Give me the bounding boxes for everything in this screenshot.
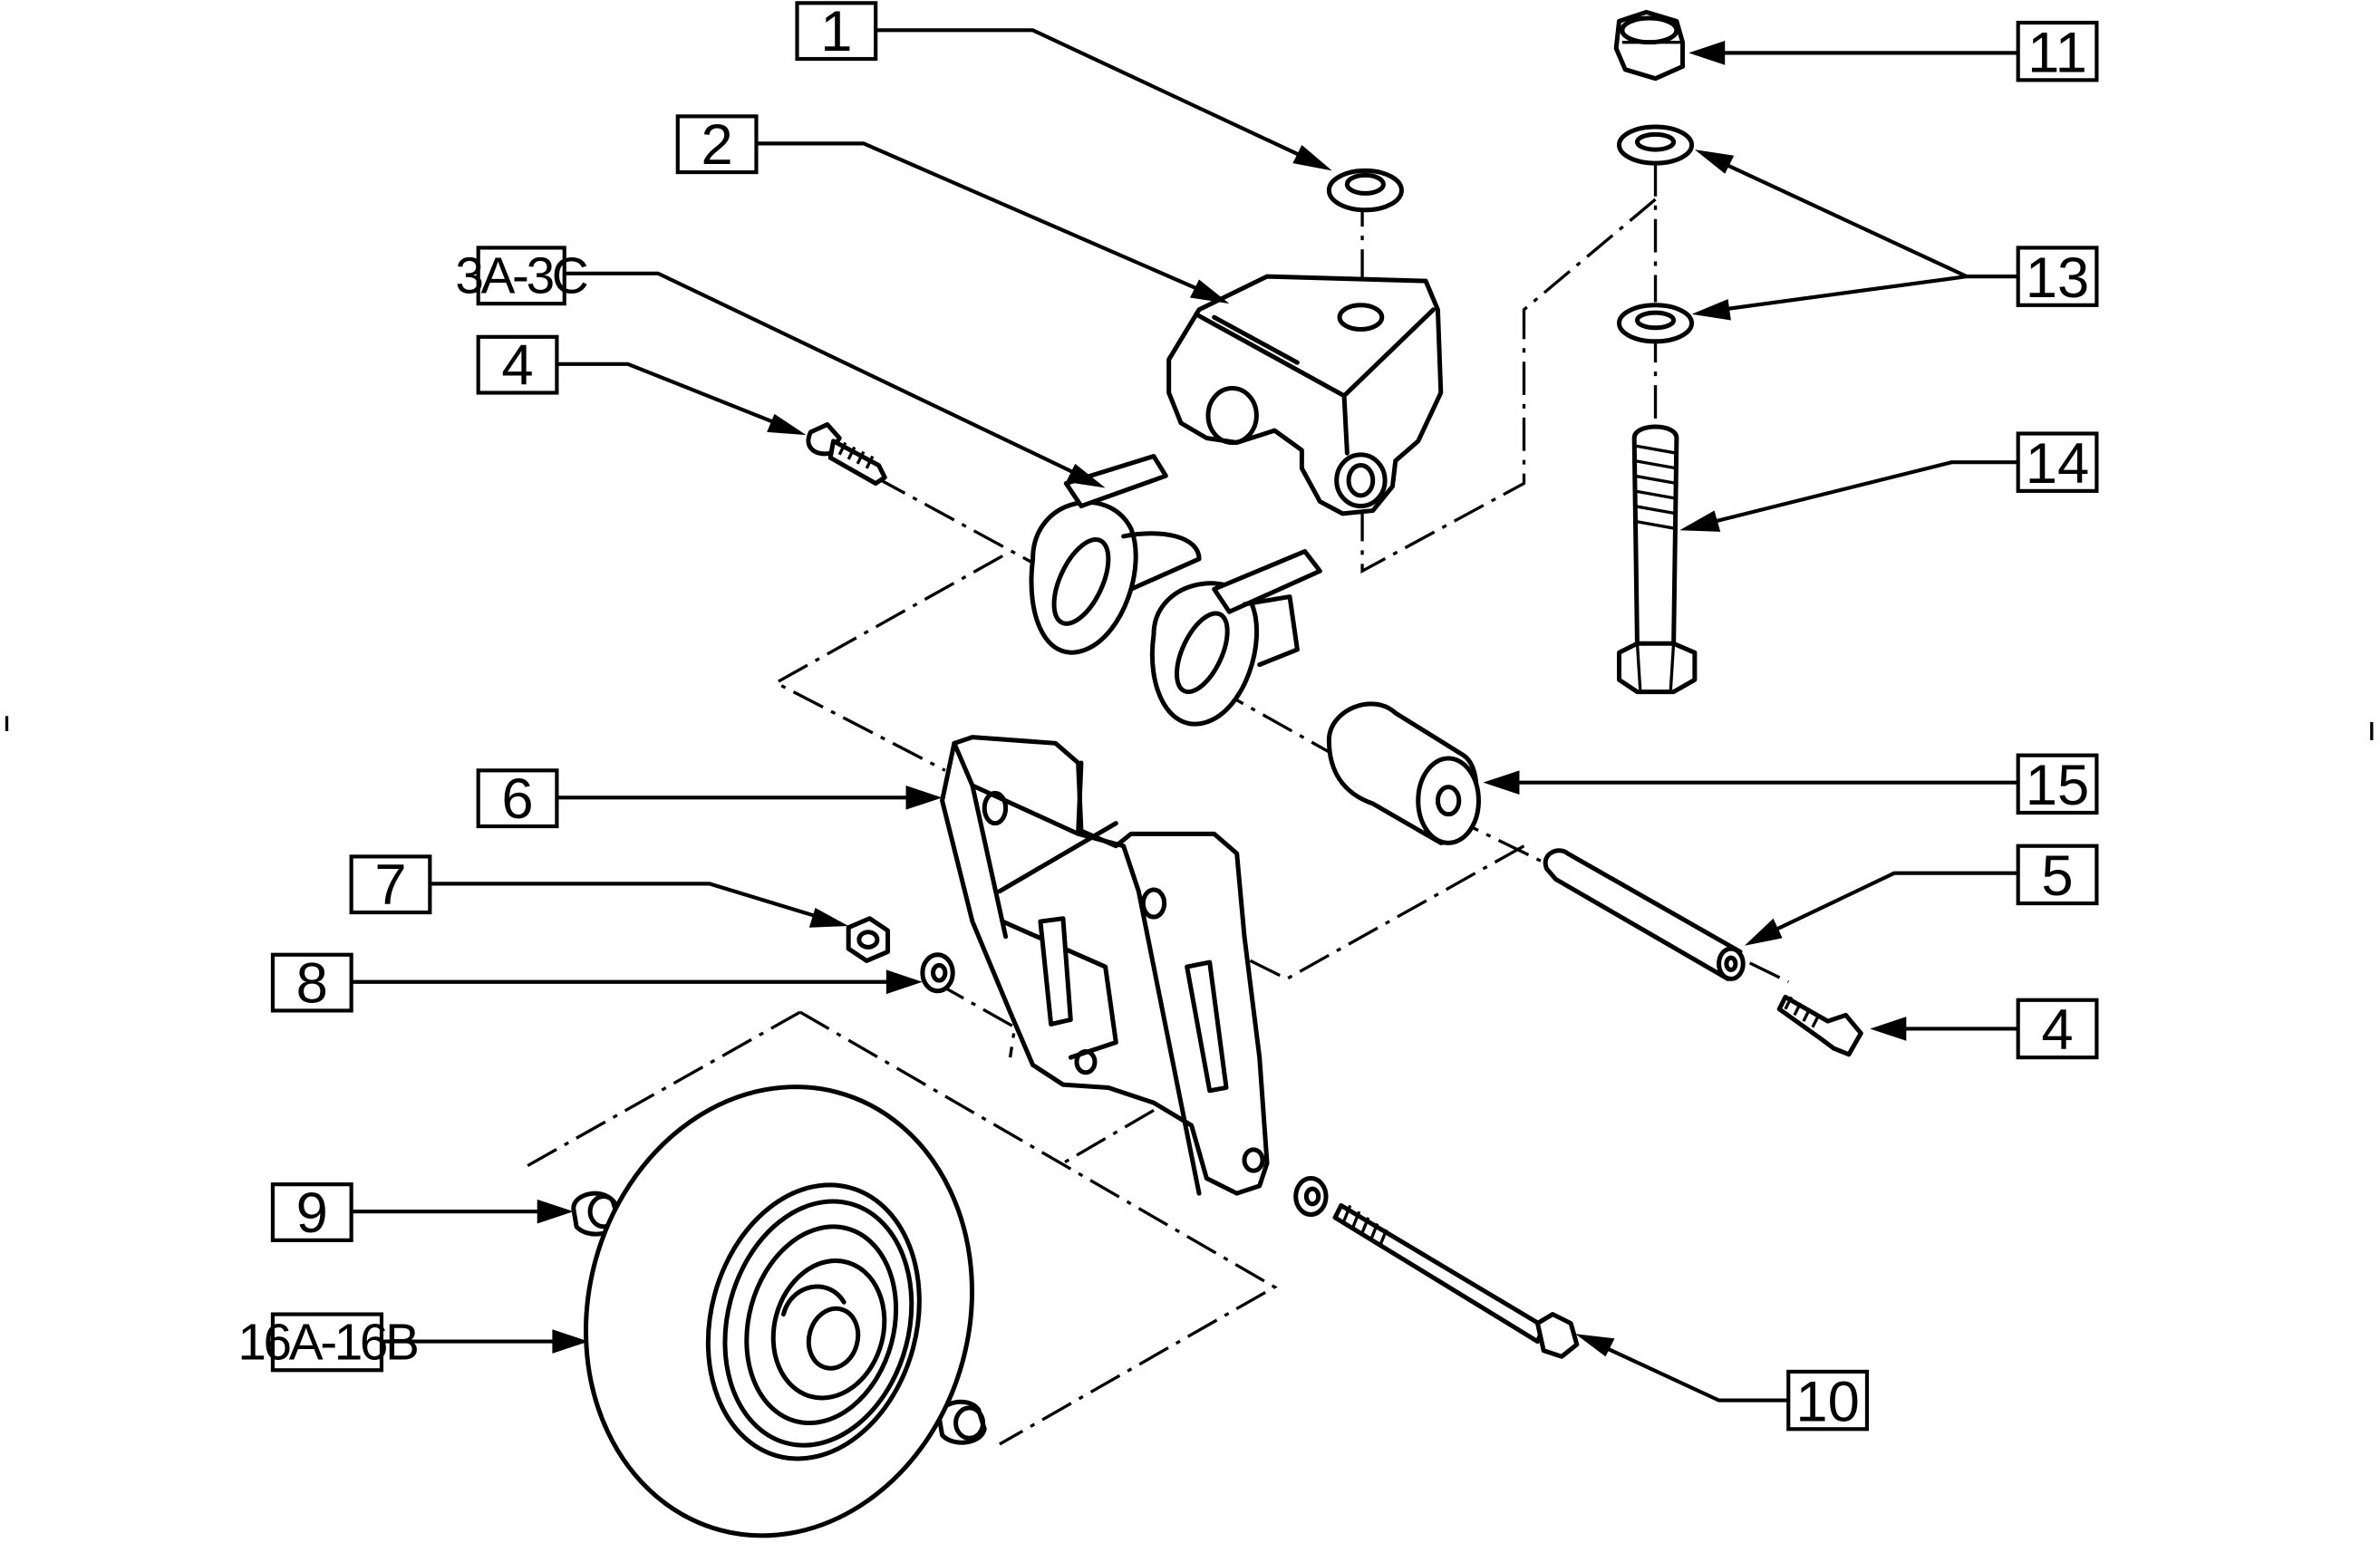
callout-9-text: 9 <box>296 1181 328 1245</box>
callout-14-text: 14 <box>2026 432 2089 496</box>
callout-4-upper: 4 <box>476 333 559 397</box>
callout-8-text: 8 <box>296 951 328 1015</box>
callout-11: 11 <box>2016 20 2099 84</box>
leader-lines <box>351 28 2018 1403</box>
callout-16a-16b: 16A-16B <box>237 1312 420 1373</box>
callout-15-text: 15 <box>2026 754 2089 817</box>
callout-6: 6 <box>476 767 559 831</box>
callout-5-text: 5 <box>2041 844 2073 908</box>
callout-8: 8 <box>270 951 353 1015</box>
callout-2-text: 2 <box>701 113 733 177</box>
bolt-part-14 <box>1617 424 1698 695</box>
callout-1-text: 1 <box>820 0 852 63</box>
nut-part-11 <box>1613 9 1686 82</box>
callout-3a-3c: 3A-3C <box>455 246 590 306</box>
callout-7: 7 <box>349 853 432 917</box>
axle-tube-part-5 <box>1543 848 1746 981</box>
callout-13: 13 <box>2016 246 2099 310</box>
callout-6-text: 6 <box>501 767 533 831</box>
spacer-part-15 <box>1326 701 1481 845</box>
caster-bracket-part-6 <box>940 735 1270 1196</box>
callout-13-text: 13 <box>2026 246 2089 310</box>
callout-4-lower-text: 4 <box>2041 998 2073 1062</box>
callout-5: 5 <box>2016 844 2099 908</box>
nut-part-7 <box>846 916 891 963</box>
torsion-springs-part-3 <box>1029 454 1322 727</box>
callout-1: 1 <box>795 0 878 63</box>
washers-part-13 <box>1617 124 1695 344</box>
callout-10: 10 <box>1786 1369 1870 1433</box>
callout-15: 15 <box>2016 753 2099 817</box>
callout-2: 2 <box>675 113 759 177</box>
callout-7-text: 7 <box>374 853 406 917</box>
callout-14: 14 <box>2016 431 2099 496</box>
edge-marks <box>5 716 2374 740</box>
callout-4-upper-text: 4 <box>501 333 533 397</box>
washer-part-8 <box>920 952 955 994</box>
callout-4-lower: 4 <box>2016 998 2099 1062</box>
screw-part-4-upper <box>806 422 887 487</box>
callout-3a-3c-text: 3A-3C <box>455 248 586 305</box>
screw-part-4-lower <box>1776 994 1863 1057</box>
callout-11-text: 11 <box>2027 21 2087 84</box>
wheel-part-16 <box>583 1085 974 1538</box>
washer-part-1 <box>1326 168 1404 213</box>
axle-bolt-part-10 <box>1293 1176 1580 1359</box>
callout-9: 9 <box>270 1181 353 1245</box>
callout-10-text: 10 <box>1795 1370 1859 1433</box>
caster-fork-part-2 <box>1166 274 1444 516</box>
callout-16a-16b-text: 16A-16B <box>237 1315 417 1372</box>
